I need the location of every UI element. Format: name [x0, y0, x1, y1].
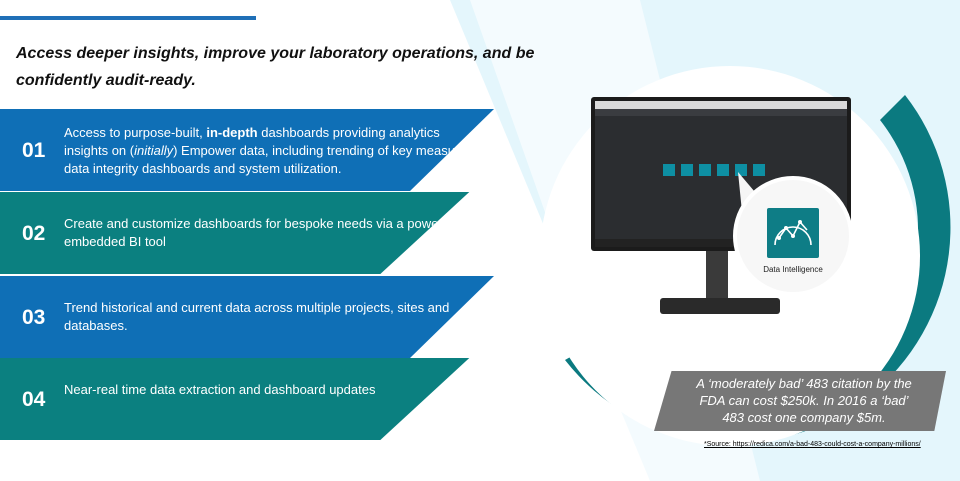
- feature-number: 04: [22, 388, 46, 411]
- headline: Access deeper insights, improve your lab…: [16, 45, 535, 89]
- feature-band-03: 03 Trend historical and current data acr…: [0, 276, 494, 358]
- feature-description: Near-real time data extraction and dashb…: [64, 382, 376, 397]
- feature-description: Access to purpose-built, in-depth dashbo…: [64, 125, 477, 176]
- feature-number: 01: [22, 139, 46, 162]
- feature-number: 03: [22, 306, 46, 329]
- feature-band-04: 04 Near-real time data extraction and da…: [0, 358, 470, 440]
- feature-description: Create and customize dashboards for besp…: [64, 216, 457, 249]
- feature-number: 02: [22, 222, 46, 245]
- source-link[interactable]: *Source: https://redica.com/a-bad-483-co…: [704, 441, 921, 448]
- feature-band-02: 02 Create and customize dashboards for b…: [0, 192, 470, 274]
- top-accent-rule: [0, 16, 256, 20]
- app-label: Data Intelligence: [763, 265, 823, 274]
- citation-callout: A ‘moderately bad’ 483 citation by the F…: [654, 371, 946, 431]
- feature-band-01: 01 Access to purpose-built, in-depth das…: [0, 109, 494, 191]
- feature-description: Trend historical and current data across…: [64, 300, 450, 333]
